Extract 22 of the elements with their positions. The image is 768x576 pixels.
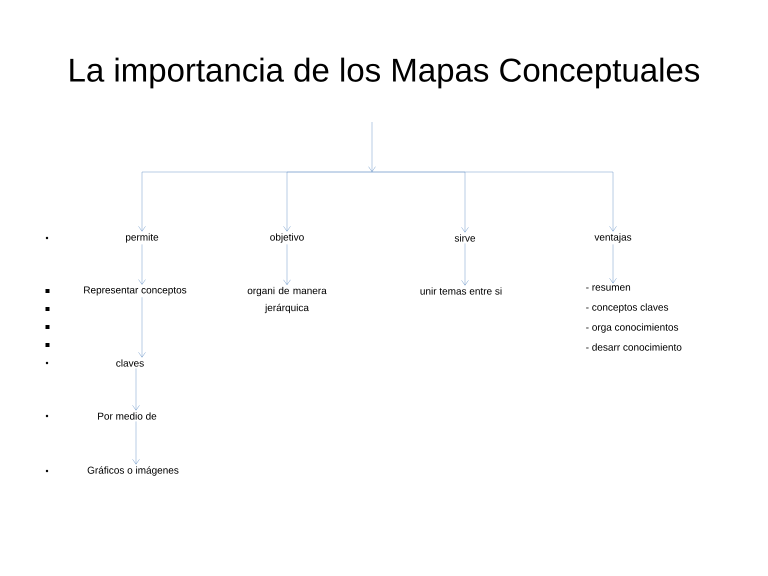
concept-text: Gráficos o imágenes bbox=[88, 466, 178, 476]
concept-text: unir temas entre si bbox=[420, 287, 502, 295]
concept-text: Por medio de bbox=[98, 412, 156, 420]
concept-text: objetivo bbox=[270, 233, 304, 243]
concept-text: sirve bbox=[454, 234, 476, 242]
arrow bbox=[368, 122, 376, 172]
arrow bbox=[283, 172, 372, 232]
concept-text: - resumen - conceptos claves - orga conocimientos - desarr conocimiento bbox=[586, 285, 682, 351]
concept-text: claves bbox=[116, 359, 144, 367]
arrow bbox=[138, 244, 146, 285]
arrow bbox=[138, 296, 146, 358]
arrow bbox=[372, 172, 617, 232]
arrow bbox=[461, 243, 469, 286]
concept-text: Representar conceptos bbox=[84, 286, 186, 296]
concept-text: permite bbox=[126, 233, 158, 243]
concept-text: organi de manera jerárquica bbox=[248, 286, 327, 314]
title: La importancia de los Mapas Conceptuales bbox=[70, 58, 700, 88]
arrow bbox=[132, 368, 140, 410]
arrow bbox=[609, 244, 617, 284]
arrow bbox=[283, 244, 291, 285]
arrow bbox=[132, 421, 140, 464]
concept-text: ventajas bbox=[594, 233, 632, 243]
